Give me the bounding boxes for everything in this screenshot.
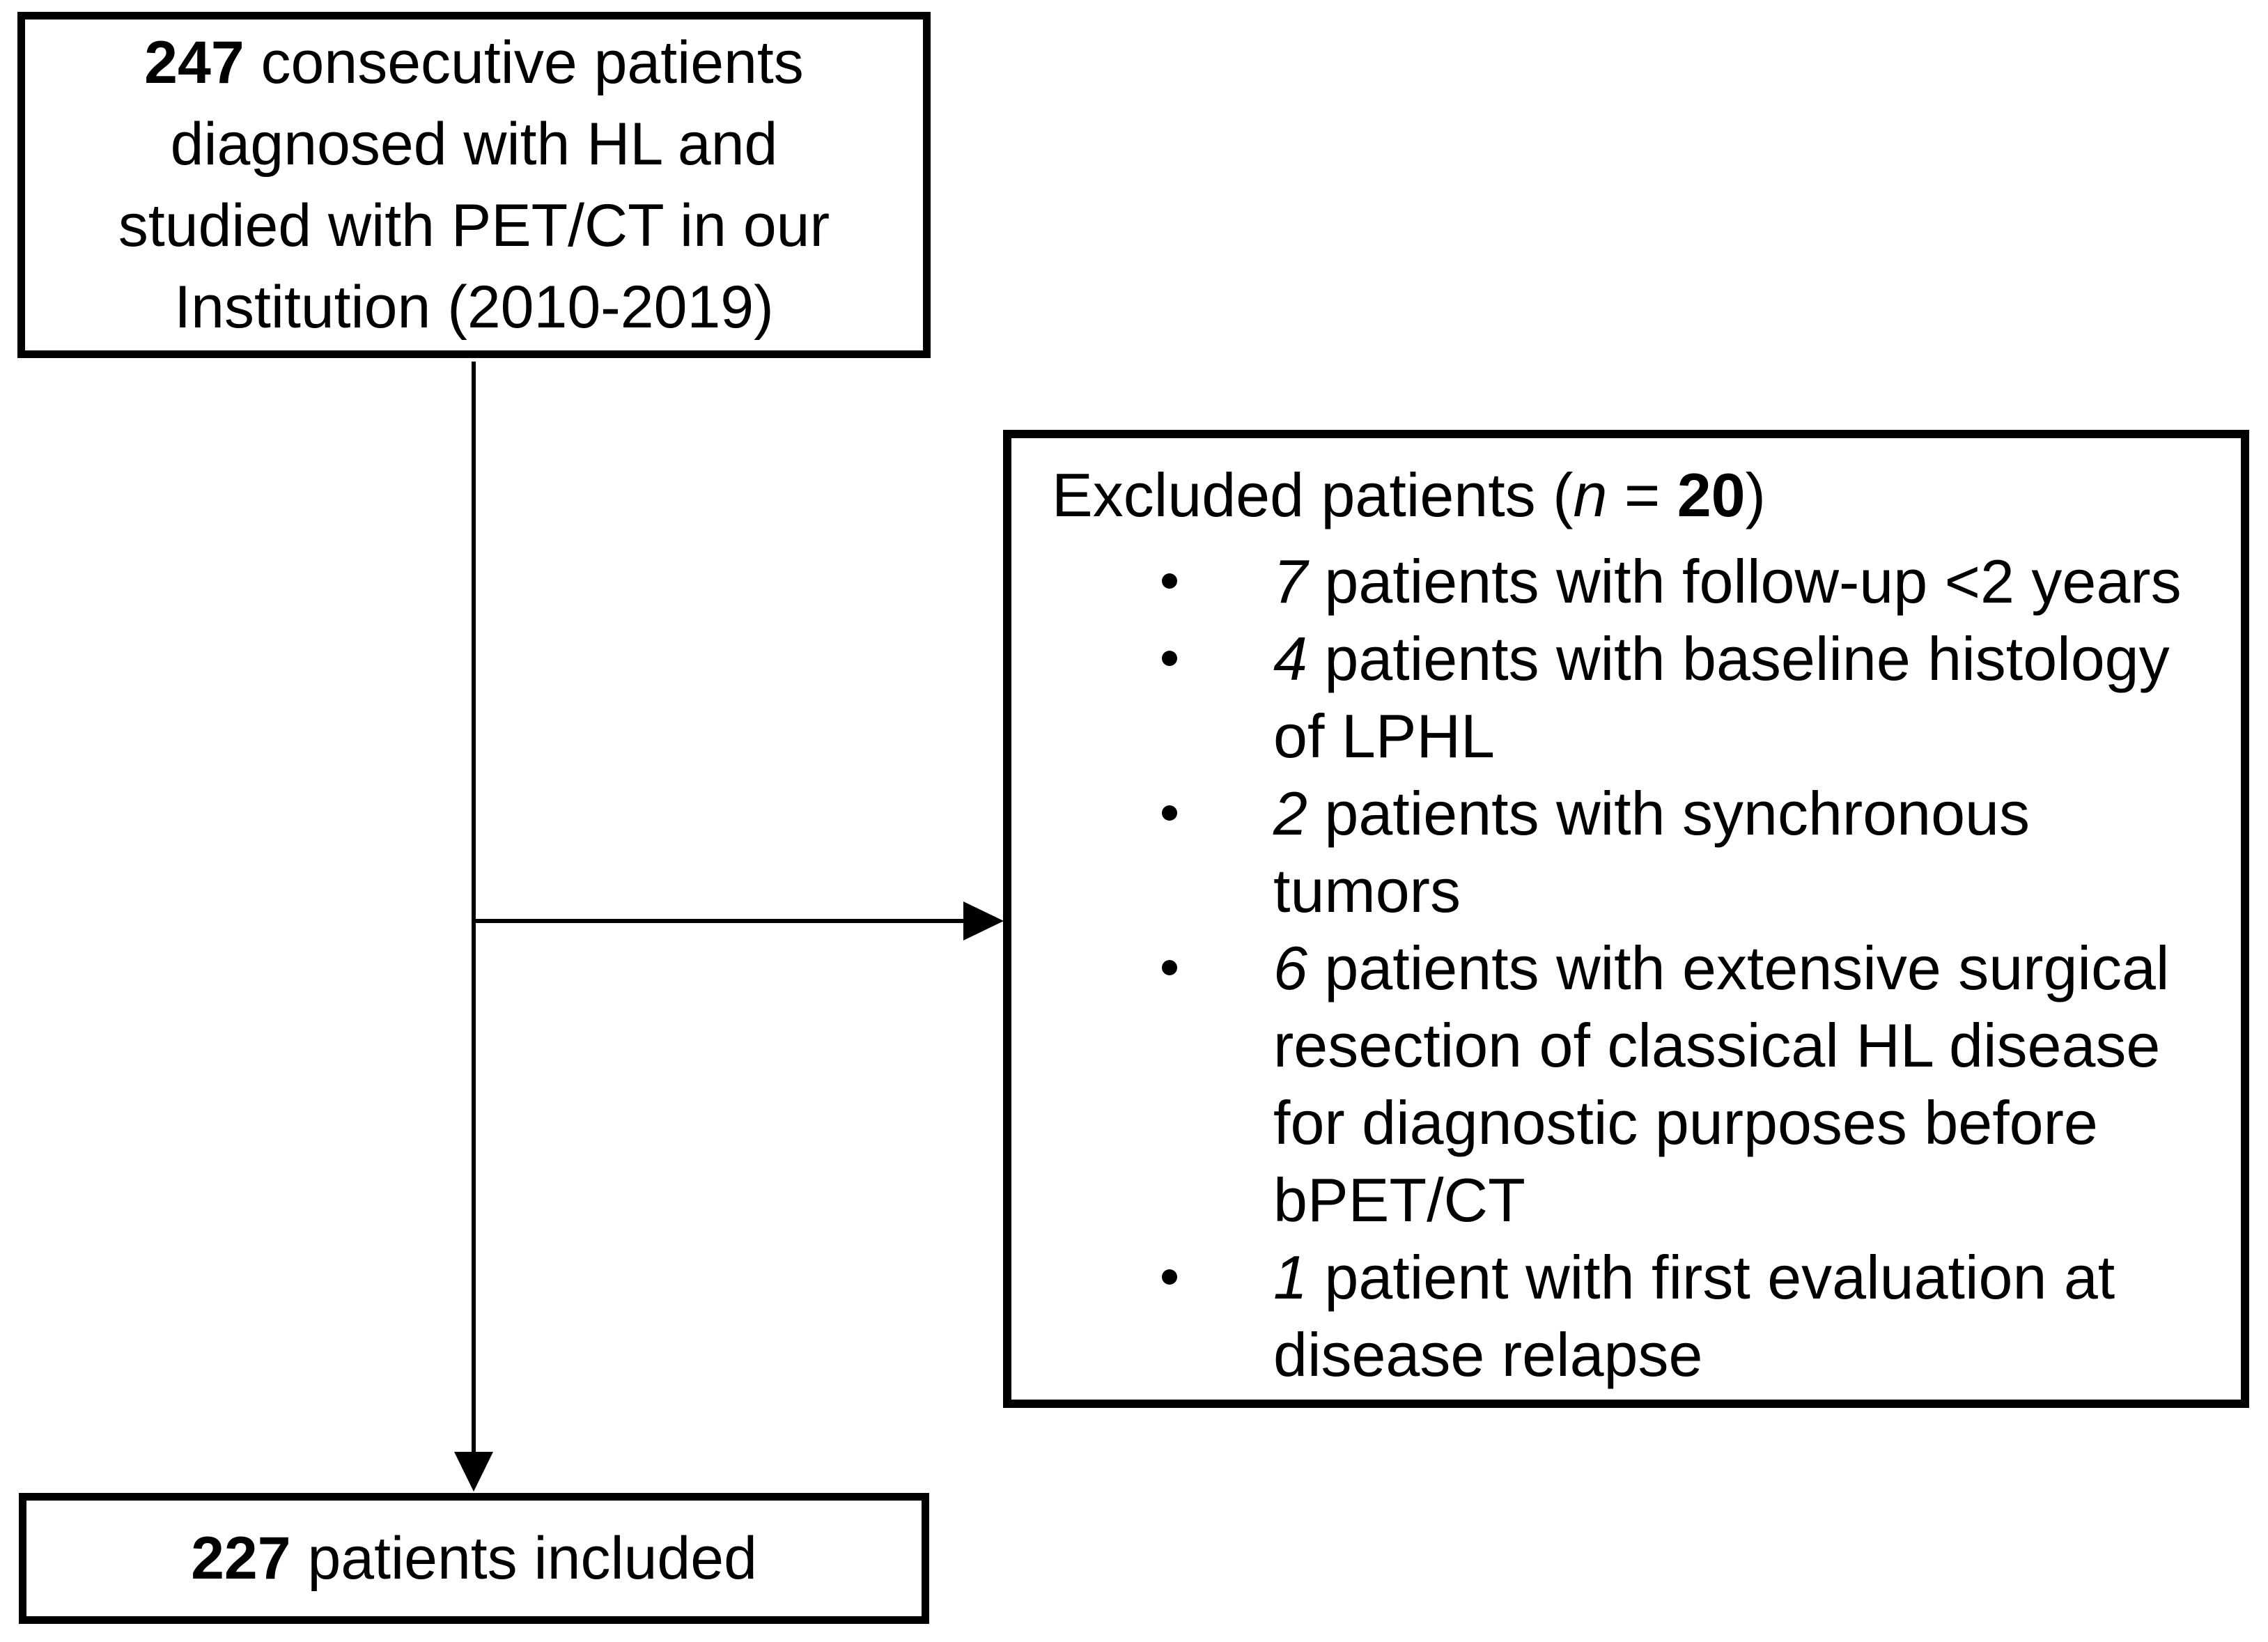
exclusion-reason-list: 7 patients with follow-up <2 years 4 pat… bbox=[1052, 543, 2227, 1393]
arrowhead-right-icon bbox=[963, 901, 1004, 940]
list-item: 6 patients with extensive surgical resec… bbox=[1052, 929, 2227, 1239]
excluded-header-count: 20 bbox=[1677, 460, 1746, 529]
exclusion-count: 4 bbox=[1273, 624, 1307, 693]
excluded-header-equals: = bbox=[1607, 460, 1677, 529]
exclusion-count: 2 bbox=[1273, 779, 1307, 848]
bullet-icon bbox=[1162, 960, 1177, 975]
initial-cohort-count: 247 bbox=[144, 29, 244, 96]
exclusion-count: 6 bbox=[1273, 934, 1307, 1002]
initial-cohort-text: 247 consecutive patients diagnosed with … bbox=[118, 22, 830, 348]
excluded-header-suffix: ) bbox=[1745, 460, 1766, 529]
excluded-header-prefix: Excluded patients ( bbox=[1052, 460, 1574, 529]
exclusion-text: patients with synchronous tumors bbox=[1273, 779, 2030, 925]
initial-cohort-box: 247 consecutive patients diagnosed with … bbox=[17, 12, 931, 358]
bullet-icon bbox=[1162, 651, 1177, 666]
list-item: 1 patient with first evaluation at disea… bbox=[1052, 1239, 2227, 1393]
exclusion-count: 7 bbox=[1273, 547, 1307, 616]
bullet-icon bbox=[1162, 1269, 1177, 1285]
exclusion-text: patients with follow-up <2 years bbox=[1307, 547, 2182, 616]
exclusion-text: patients with baseline histology of LPHL bbox=[1273, 624, 2170, 770]
included-patients-description: patients included bbox=[290, 1524, 757, 1592]
exclusion-count: 1 bbox=[1273, 1243, 1307, 1312]
initial-cohort-description: consecutive patients diagnosed with HL a… bbox=[118, 29, 830, 341]
bullet-icon bbox=[1162, 573, 1177, 589]
included-patients-text: 227 patients included bbox=[191, 1518, 757, 1600]
excluded-header-n-symbol: n bbox=[1573, 460, 1608, 529]
exclusion-text: patients with extensive surgical resecti… bbox=[1273, 934, 2170, 1234]
exclusion-text: patient with first evaluation at disease… bbox=[1273, 1243, 2115, 1389]
bullet-icon bbox=[1162, 805, 1177, 821]
list-item: 2 patients with synchronous tumors bbox=[1052, 775, 2227, 929]
included-patients-box: 227 patients included bbox=[19, 1493, 929, 1624]
excluded-patients-box: Excluded patients (n = 20) 7 patients wi… bbox=[1003, 430, 2249, 1408]
excluded-header: Excluded patients (n = 20) bbox=[1052, 456, 2227, 534]
list-item: 7 patients with follow-up <2 years bbox=[1052, 543, 2227, 620]
arrowhead-down-icon bbox=[454, 1452, 493, 1492]
included-patients-count: 227 bbox=[191, 1524, 291, 1592]
list-item: 4 patients with baseline histology of LP… bbox=[1052, 620, 2227, 775]
